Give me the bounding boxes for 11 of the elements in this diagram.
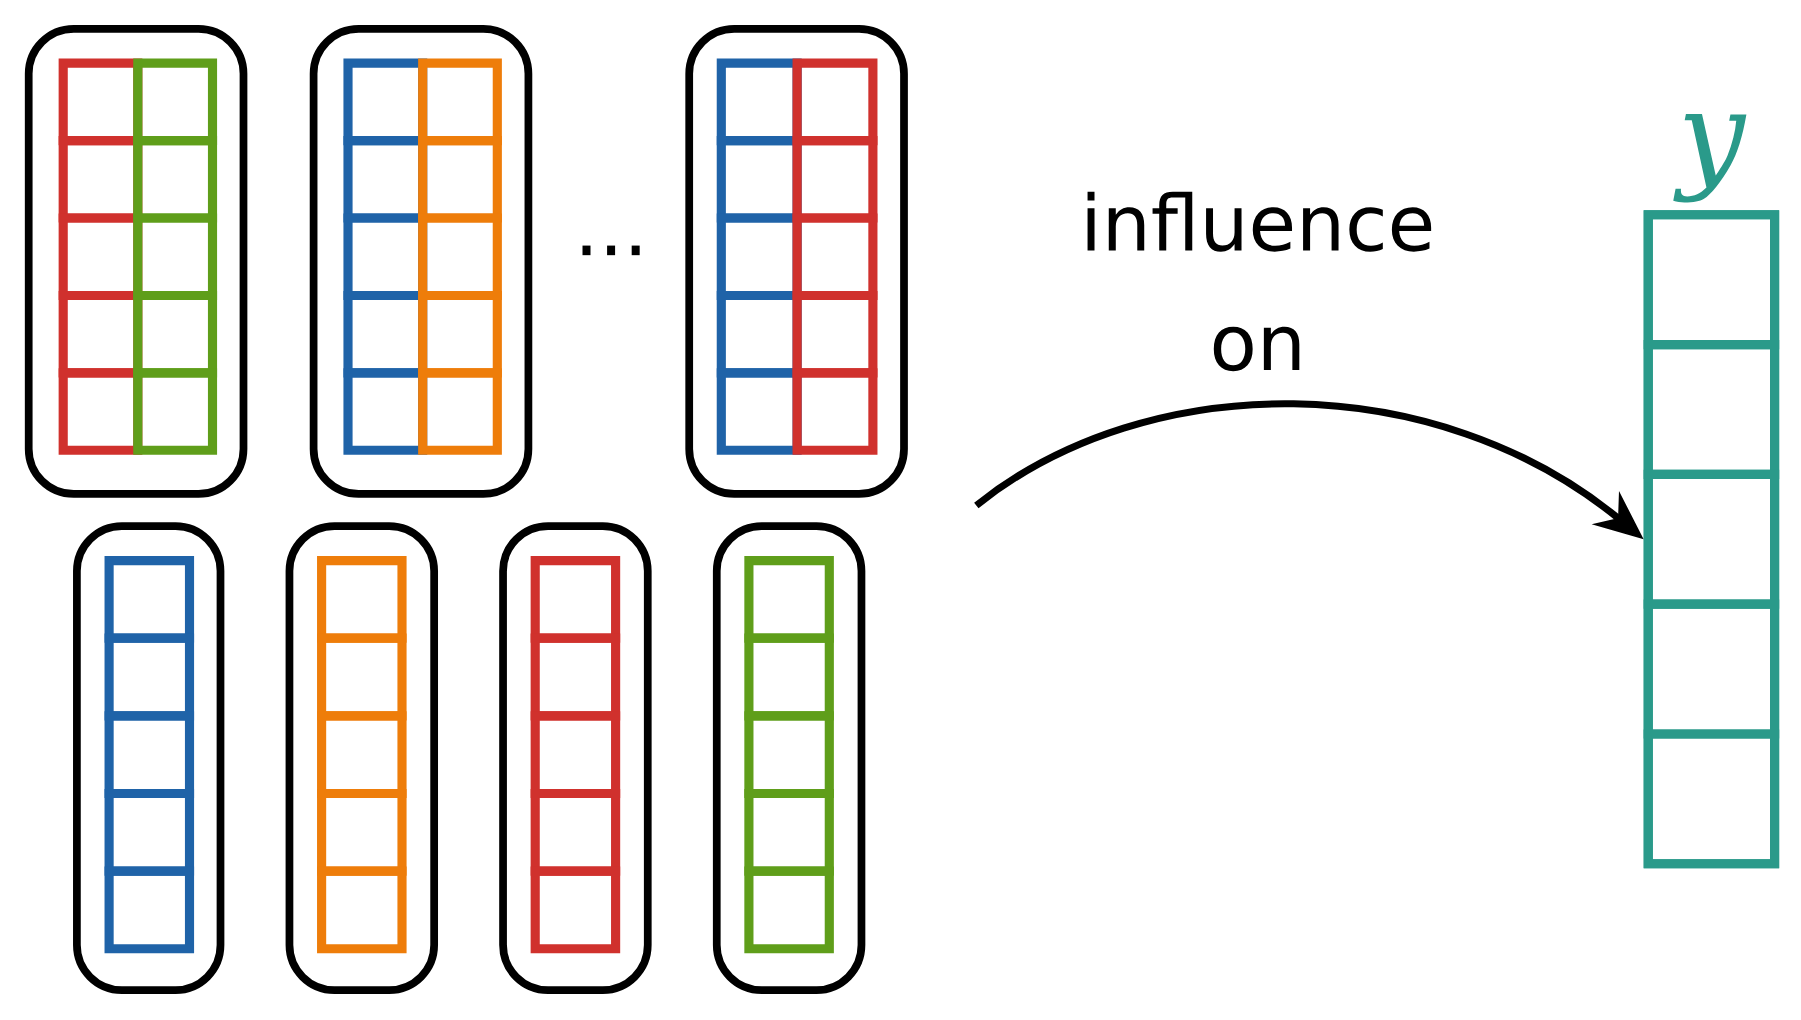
feature-group-box	[499, 522, 652, 994]
feature-group-box	[285, 522, 438, 994]
feature-group-box	[685, 24, 908, 498]
ellipsis: ...	[582, 245, 640, 256]
feature-group-box	[73, 522, 225, 994]
target-column: y	[1643, 113, 1780, 869]
feature-group-box	[309, 24, 533, 498]
feature-group-box	[24, 24, 248, 498]
edge-label: influence on	[1087, 191, 1432, 372]
node-label: y	[1673, 113, 1747, 203]
feature-group-box	[712, 522, 866, 994]
